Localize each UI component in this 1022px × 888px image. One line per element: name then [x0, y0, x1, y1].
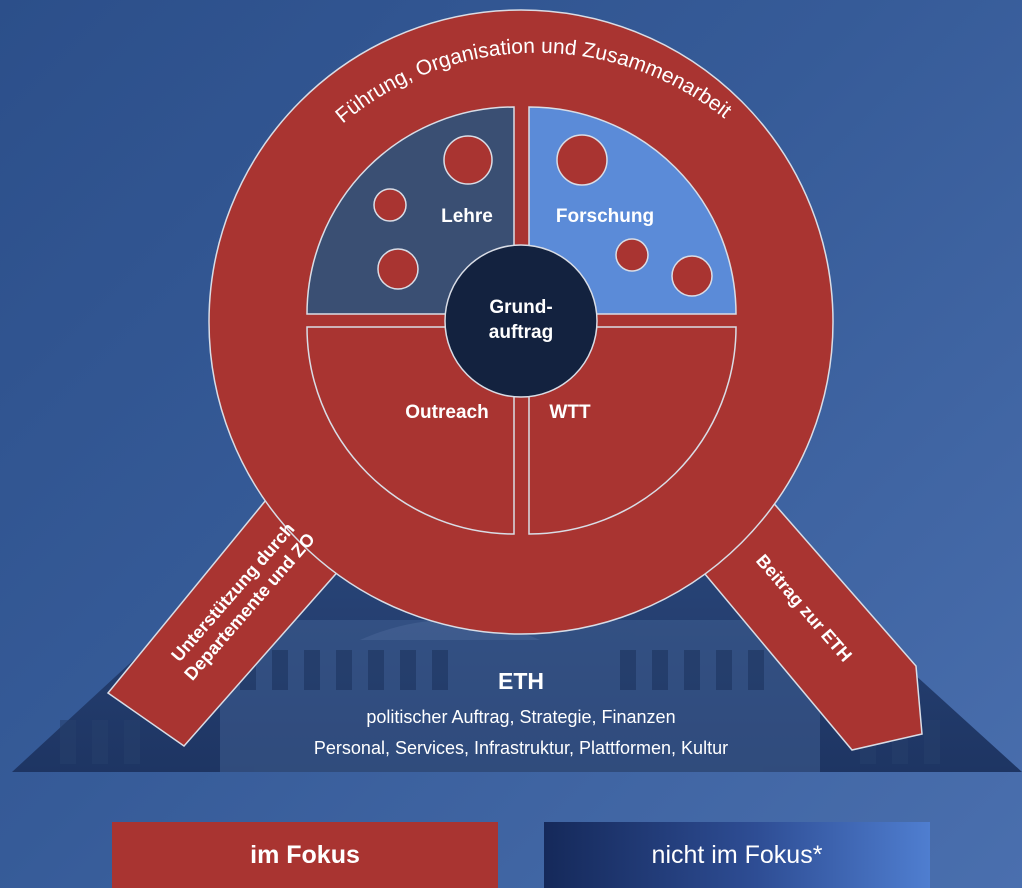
segment-label-outreach: Outreach [405, 402, 488, 423]
lehre-dot [377, 248, 419, 290]
base-line2: Personal, Services, Infrastruktur, Platt… [314, 738, 728, 758]
lehre-dot [443, 135, 493, 185]
forschung-dot [671, 255, 713, 297]
center-circle [444, 244, 598, 398]
segment-label-forschung: Forschung [556, 206, 654, 227]
legend-not-in-focus: nicht im Fokus* [544, 822, 930, 888]
base-line1: politischer Auftrag, Strategie, Finanzen [366, 707, 675, 727]
lehre-dot [373, 188, 407, 222]
forschung-dot [556, 134, 608, 186]
segment-label-lehre: Lehre [441, 206, 493, 227]
center-label-line2: auftrag [489, 322, 553, 343]
base-title: ETH [498, 668, 544, 694]
building-illustration [60, 620, 940, 772]
legend-in-focus-label: im Fokus [250, 840, 360, 869]
center-label-line1: Grund- [489, 297, 552, 318]
forschung-dot [615, 238, 649, 272]
segment-outreach [306, 326, 515, 535]
segment-label-wtt: WTT [549, 402, 591, 423]
segment-wtt [528, 326, 737, 535]
legend-not-in-focus-label: nicht im Fokus* [651, 840, 823, 869]
legend-in-focus: im Fokus [112, 822, 498, 888]
